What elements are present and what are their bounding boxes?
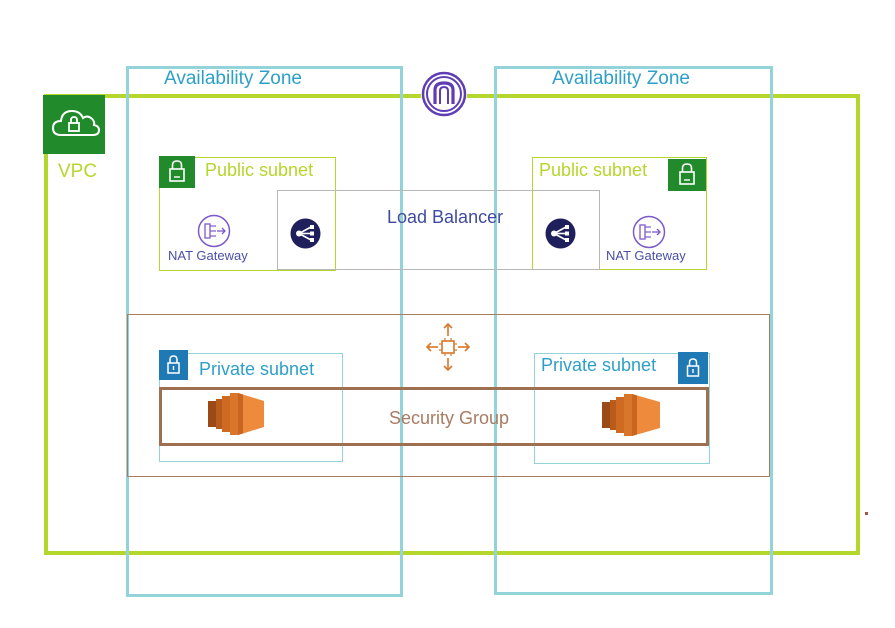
load-balancer-node-left — [290, 218, 321, 249]
nat-gateway-right-label: NAT Gateway — [606, 248, 686, 263]
ec2-instance-left — [207, 391, 265, 437]
nat-gateway-right — [631, 214, 667, 250]
ec2-instance-right — [601, 392, 661, 438]
public-subnet-right-badge — [668, 159, 706, 191]
public-subnet-right — [532, 157, 707, 270]
lock-icon — [169, 160, 185, 182]
auto-scaling-icon — [425, 322, 471, 372]
load-balancer-label: Load Balancer — [387, 207, 504, 227]
private-subnet-right-label: Private subnet — [541, 355, 657, 375]
public-subnet-left-badge — [159, 156, 195, 188]
availability-zone-right-label: Availability Zone — [552, 68, 691, 89]
load-balancer-box — [277, 190, 600, 270]
ec2-instance-icon — [208, 393, 264, 435]
ec2-instance-icon — [602, 394, 660, 436]
private-subnet-left-label: Private subnet — [199, 359, 315, 379]
auto-scaling-node — [425, 322, 471, 372]
lock-icon — [679, 163, 695, 185]
availability-zone-right — [494, 66, 773, 595]
public-subnet-left-label: Public subnet — [205, 160, 314, 180]
nat-gateway-left — [196, 213, 232, 249]
availability-zone-left-label: Availability Zone — [164, 68, 303, 89]
nat-gateway-icon — [632, 215, 666, 249]
load-balancer-node-right — [545, 218, 576, 249]
lock-icon — [686, 358, 700, 377]
vpc-icon-badge — [43, 95, 105, 154]
public-subnet-left — [159, 157, 336, 271]
nat-gateway-left-label: NAT Gateway — [168, 248, 248, 263]
private-subnet-left-badge — [159, 350, 188, 380]
security-group-label: Security Group — [389, 408, 510, 428]
nat-gateway-icon — [197, 214, 231, 248]
load-balancer-icon — [290, 218, 321, 249]
public-subnet-right-label: Public subnet — [539, 160, 648, 180]
vpc-label: VPC — [58, 161, 98, 182]
auto-scaling-group-box — [127, 314, 770, 477]
internet-gateway — [421, 71, 467, 117]
private-subnet-right — [534, 353, 710, 464]
security-group-box — [159, 387, 709, 446]
stray-dot — [865, 512, 868, 515]
cloud-lock-icon — [51, 109, 101, 136]
load-balancer-icon — [545, 218, 576, 249]
private-subnet-right-badge — [678, 352, 708, 384]
internet-gateway-icon — [421, 71, 467, 117]
lock-icon — [167, 355, 180, 374]
